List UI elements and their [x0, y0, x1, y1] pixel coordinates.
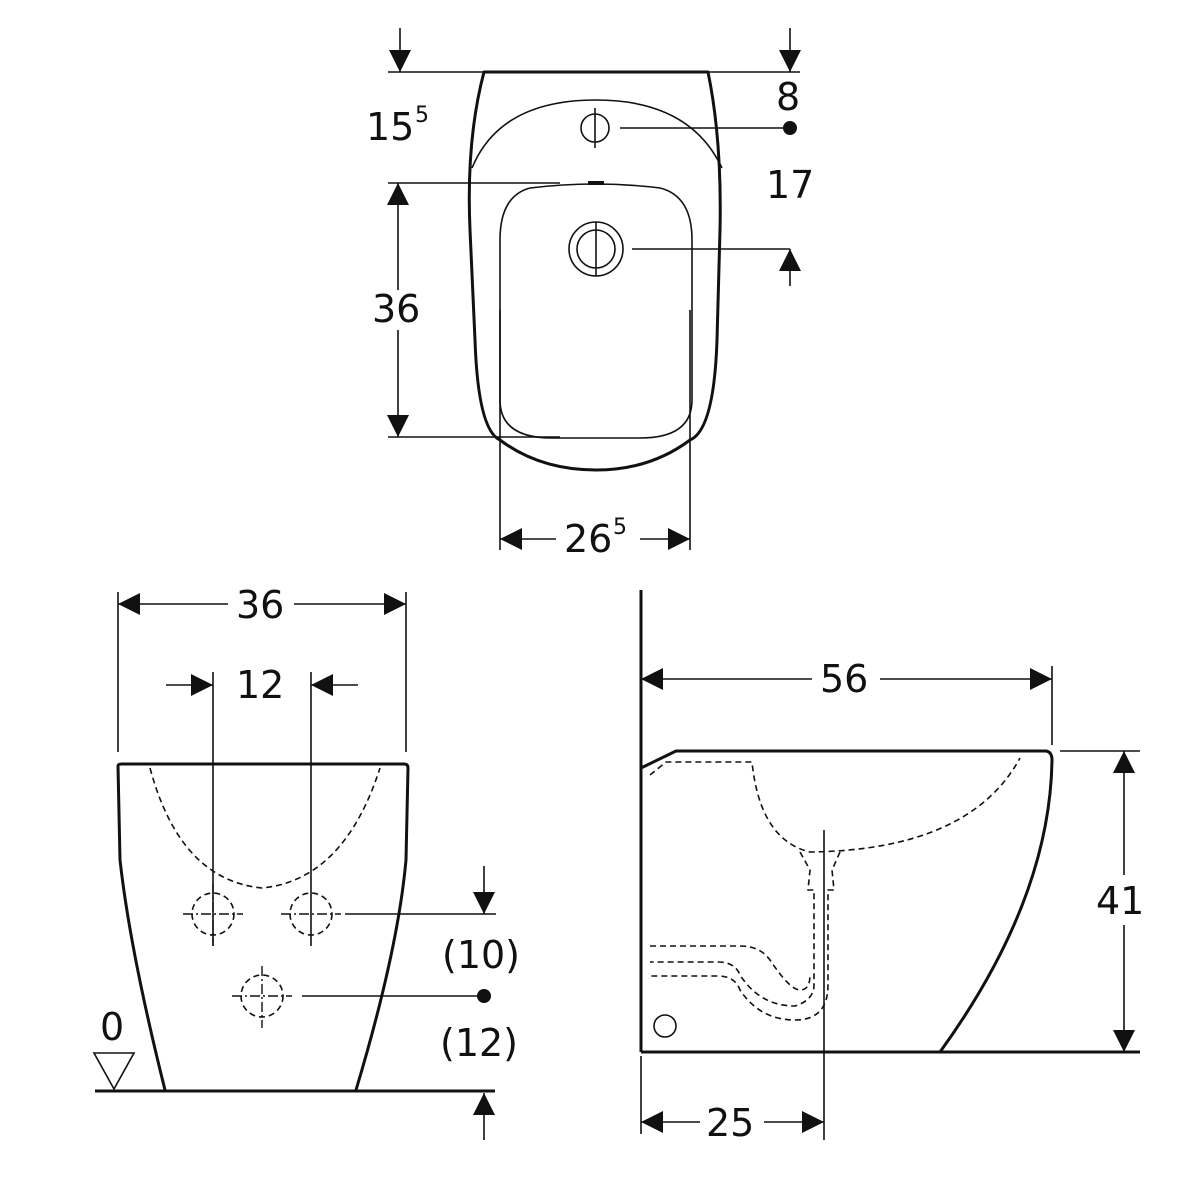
front-view: 36 12 (10) (12) 0	[92, 583, 520, 1140]
dim-17: 17	[766, 163, 814, 207]
dim-8: 8	[776, 75, 800, 119]
dim-56: 56	[820, 657, 868, 701]
dim-25: 25	[706, 1101, 754, 1145]
dim-10: (10)	[442, 933, 520, 977]
floor-level-label: 0	[100, 1005, 124, 1049]
water-inlet-right-icon	[281, 892, 341, 936]
dim-26-5-main: 26	[564, 517, 612, 561]
top-view-rim	[471, 99, 723, 169]
drain-icon	[568, 221, 624, 277]
front-view-bowl-hidden	[149, 767, 381, 889]
dim-12-front: 12	[236, 663, 284, 707]
dim-15-5-sup: 5	[415, 103, 429, 128]
outlet-hole-icon	[653, 1014, 677, 1038]
waste-outlet-icon	[232, 966, 292, 1028]
side-view: 56 41 25	[639, 590, 1144, 1145]
side-view-outline	[639, 749, 1054, 1054]
dim-12-paren: (12)	[440, 1021, 518, 1065]
siphon-hidden	[650, 851, 815, 1007]
top-view-bowl	[499, 183, 693, 439]
dim-36-top: 36	[372, 287, 420, 331]
top-view-outline	[467, 70, 722, 472]
water-inlet-left-icon	[183, 884, 243, 946]
dim-26-5-sup: 5	[613, 515, 627, 540]
side-view-bowl-hidden	[649, 757, 1021, 853]
front-view-outline	[116, 762, 410, 1092]
reference-dot	[783, 121, 797, 135]
top-view: 15 5 8 17 36 26 5	[366, 28, 814, 561]
dim-15-5-main: 15	[366, 105, 414, 149]
floor-level-triangle-icon	[92, 1052, 136, 1091]
reference-dot-front	[477, 989, 491, 1003]
tap-hole-icon	[580, 108, 610, 148]
dim-36-front: 36	[236, 583, 284, 627]
dim-41: 41	[1096, 879, 1144, 923]
